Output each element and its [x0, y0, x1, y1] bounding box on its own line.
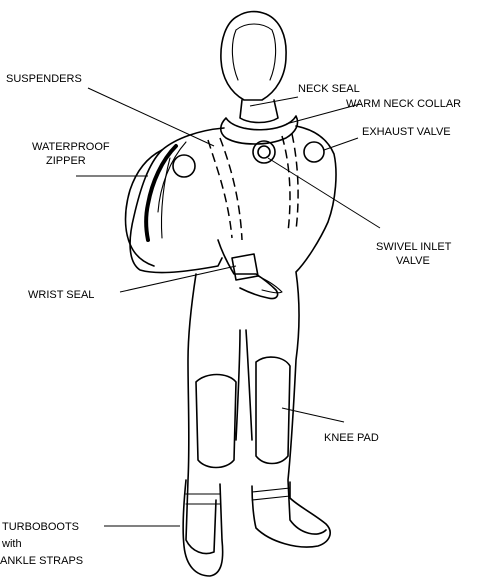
label-wrist-seal: WRIST SEAL: [28, 289, 94, 301]
head-outline: [221, 12, 286, 100]
label-suspenders: SUSPENDERS: [6, 73, 82, 85]
right-boot-strap: [252, 488, 290, 500]
label-knee-pad: KNEE PAD: [324, 432, 379, 444]
right-knee-pad: [256, 357, 290, 463]
hood-inner: [232, 24, 275, 80]
wrist-seal-shape: [232, 254, 258, 280]
left-knee-pad: [196, 375, 236, 468]
exhaust-valve-shape: [304, 142, 324, 162]
label-swivel-inlet-valve-line2: VALVE: [396, 255, 430, 267]
left-boot-strap: [186, 494, 220, 504]
warm-neck-collar-shape: [221, 116, 298, 144]
labels: SUSPENDERS NECK SEAL WARM NECK COLLAR EX…: [0, 73, 461, 567]
shoulder-valve-left: [173, 155, 195, 177]
label-warm-neck-collar: WARM NECK COLLAR: [346, 98, 461, 110]
leader-neck-seal: [250, 97, 298, 106]
suspender-right: [282, 136, 290, 232]
neck-seal-shape: [240, 100, 278, 123]
leader-swivel-inlet-valve: [268, 158, 380, 228]
swivel-inlet-valve-inner: [258, 146, 270, 158]
label-swivel-inlet-valve-line1: SWIVEL INLET: [376, 241, 452, 253]
label-turboboots-line1: TURBOBOOTS: [2, 521, 79, 533]
right-boot: [252, 482, 330, 547]
suit-body-outline: [130, 126, 336, 554]
label-waterproof-zipper-line1: WATERPROOF: [32, 141, 110, 153]
drysuit-figure: [126, 12, 337, 576]
suspender-left: [208, 140, 232, 238]
right-arm: [218, 240, 278, 299]
label-neck-seal: NECK SEAL: [298, 83, 360, 95]
suspender-right-2: [292, 134, 298, 230]
leg-divide: [236, 330, 252, 440]
leader-wrist-seal: [120, 266, 236, 292]
label-turboboots-line3: ANKLE STRAPS: [0, 555, 83, 567]
label-exhaust-valve: EXHAUST VALVE: [362, 126, 451, 138]
leader-knee-pad: [282, 408, 344, 422]
label-turboboots-line2: with: [1, 538, 22, 550]
label-waterproof-zipper-line2: ZIPPER: [46, 155, 86, 167]
leader-suspenders: [88, 88, 214, 146]
